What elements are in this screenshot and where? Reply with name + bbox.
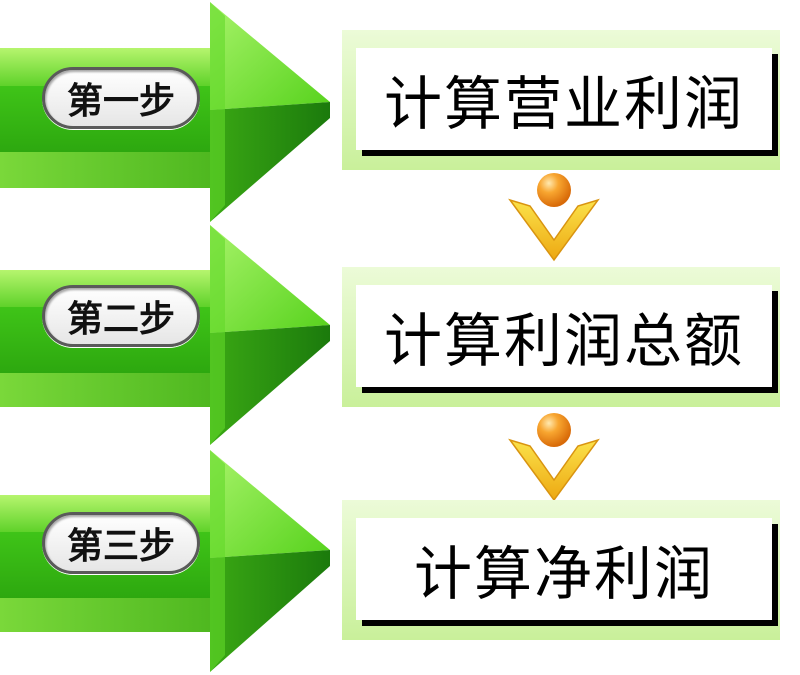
connector-ball-icon — [537, 413, 571, 447]
step-row-2: 第二步 计算利润总额 — [0, 225, 800, 450]
step-label-2: 第二步 — [42, 285, 200, 347]
step-label-1: 第一步 — [42, 67, 200, 129]
step-row-1: 第一步 计算营业利润 — [0, 0, 800, 225]
step-text-3: 计算净利润 — [356, 518, 772, 620]
step-label-3: 第三步 — [42, 512, 200, 574]
step-text-2: 计算利润总额 — [356, 285, 772, 387]
connector-ball-icon — [537, 173, 571, 207]
step-box-3: 计算净利润 — [342, 500, 780, 640]
step-text-1: 计算营业利润 — [356, 48, 772, 150]
step-row-3: 第三步 计算净利润 — [0, 450, 800, 675]
connector-icon-1 — [508, 173, 600, 262]
chevron-down-icon — [508, 198, 600, 262]
step-box-2: 计算利润总额 — [342, 267, 780, 407]
step-box-1: 计算营业利润 — [342, 30, 780, 170]
